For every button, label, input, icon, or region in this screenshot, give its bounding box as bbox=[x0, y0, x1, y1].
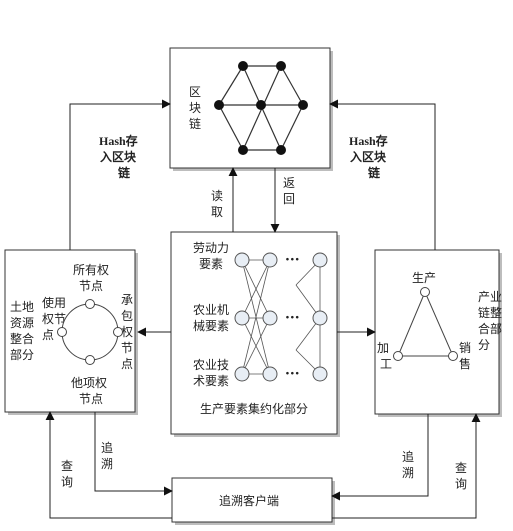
land-side-label: 整合 bbox=[10, 331, 34, 346]
return-label: 回 bbox=[283, 192, 295, 206]
usage-right-label: 使用 bbox=[42, 295, 66, 310]
left-hash-label: 链 bbox=[118, 165, 131, 180]
factor-label-labor: 劳动力 bbox=[193, 241, 229, 255]
right-hash-label: 入区块 bbox=[350, 149, 387, 164]
trace-client-box: 追溯客户端 bbox=[171, 477, 335, 525]
blockchain-label-char: 区 bbox=[189, 85, 201, 99]
network-node bbox=[238, 145, 248, 155]
factor-label-technology: 术要素 bbox=[193, 374, 229, 388]
ellipsis-row-3: ··· bbox=[285, 366, 300, 382]
processing-label: 加 bbox=[377, 341, 389, 355]
ownership-node-label-2: 节点 bbox=[79, 279, 103, 293]
return-label: 返 bbox=[283, 176, 295, 190]
contract-right-label: 权 bbox=[121, 325, 133, 339]
chain-side-label: 合部 bbox=[478, 321, 502, 336]
processing-label: 工 bbox=[380, 357, 392, 371]
left-hash-label: Hash存 bbox=[99, 133, 138, 148]
blockchain-box: 区 块 链 bbox=[169, 47, 333, 171]
left-query-label: 询 bbox=[61, 475, 73, 489]
left-query-label: 查 bbox=[61, 459, 73, 473]
production-factors-caption: 生产要素集约化部分 bbox=[200, 401, 308, 416]
network-node bbox=[238, 61, 248, 71]
usage-right-label: 权节 bbox=[42, 312, 66, 326]
contract-right-label: 点 bbox=[121, 357, 133, 371]
blockchain-network-icon bbox=[214, 61, 308, 155]
right-hash-label: Hash存 bbox=[349, 133, 388, 148]
factor-label-machinery: 械要素 bbox=[193, 318, 229, 333]
left-hash-arrow bbox=[69, 99, 171, 250]
neural-network-icon bbox=[234, 252, 328, 382]
industry-chain-box: 产业 链整 合部 分 生产 加 工 销 售 bbox=[374, 249, 502, 417]
right-trace-label: 追 bbox=[402, 449, 414, 464]
left-trace-arrow bbox=[94, 412, 173, 496]
blockchain-label-char: 链 bbox=[189, 116, 201, 131]
network-node bbox=[298, 100, 308, 110]
rights-ring-icon bbox=[57, 299, 123, 365]
land-side-label: 资源 bbox=[10, 316, 34, 330]
network-node bbox=[276, 61, 286, 71]
right-query-arrow bbox=[332, 413, 481, 519]
trace-client-label: 追溯客户端 bbox=[219, 493, 279, 508]
right-query-label: 查 bbox=[455, 461, 467, 475]
left-hash-label: 入区块 bbox=[100, 149, 137, 164]
production-label: 生产 bbox=[412, 271, 436, 285]
right-hash-label: 链 bbox=[368, 165, 381, 180]
production-factors-box: 劳动力 要素 农业机 械要素 农业技 术要素 bbox=[170, 231, 340, 437]
chain-side-label: 链整 bbox=[478, 305, 502, 320]
other-right-label: 他项权 bbox=[71, 376, 107, 390]
read-label: 取 bbox=[211, 205, 223, 219]
right-trace-label: 溯 bbox=[402, 465, 414, 480]
left-query-arrow bbox=[45, 411, 172, 519]
right-trace-arrow bbox=[331, 414, 429, 501]
land-resource-box: 土地 资源 整合 部分 所有权 节点 使用 权节 点 承 包 权 节 点 他项权… bbox=[4, 249, 138, 415]
left-trace-label: 溯 bbox=[101, 456, 113, 471]
factor-label-technology: 农业技 bbox=[193, 358, 229, 372]
right-hash-arrow bbox=[329, 99, 436, 250]
contract-right-label: 包 bbox=[121, 309, 133, 323]
chain-side-label: 产业 bbox=[478, 290, 502, 304]
other-right-label-2: 节点 bbox=[79, 392, 103, 406]
blockchain-label-char: 块 bbox=[189, 101, 201, 115]
ownership-node-label: 所有权 bbox=[73, 263, 109, 277]
network-node bbox=[256, 100, 266, 110]
usage-right-label: 点 bbox=[42, 328, 54, 342]
land-side-label: 土地 bbox=[10, 300, 34, 314]
ellipsis-row-2: ··· bbox=[285, 310, 300, 326]
chain-side-label: 分 bbox=[478, 338, 490, 352]
land-side-label: 部分 bbox=[10, 347, 34, 362]
right-query-label: 询 bbox=[455, 477, 467, 491]
industry-triangle-icon bbox=[393, 287, 458, 361]
read-label: 读 bbox=[211, 189, 223, 203]
network-node bbox=[276, 145, 286, 155]
ellipsis-row-1: ··· bbox=[285, 252, 300, 268]
sales-label: 售 bbox=[459, 356, 471, 371]
left-trace-label: 追 bbox=[101, 440, 113, 455]
contract-right-label: 承 bbox=[121, 293, 133, 307]
contract-right-label: 节 bbox=[121, 341, 133, 355]
network-node bbox=[214, 100, 224, 110]
factor-label-machinery: 农业机 bbox=[193, 303, 229, 317]
factor-label-labor: 要素 bbox=[199, 257, 223, 271]
sales-label: 销 bbox=[459, 341, 471, 355]
